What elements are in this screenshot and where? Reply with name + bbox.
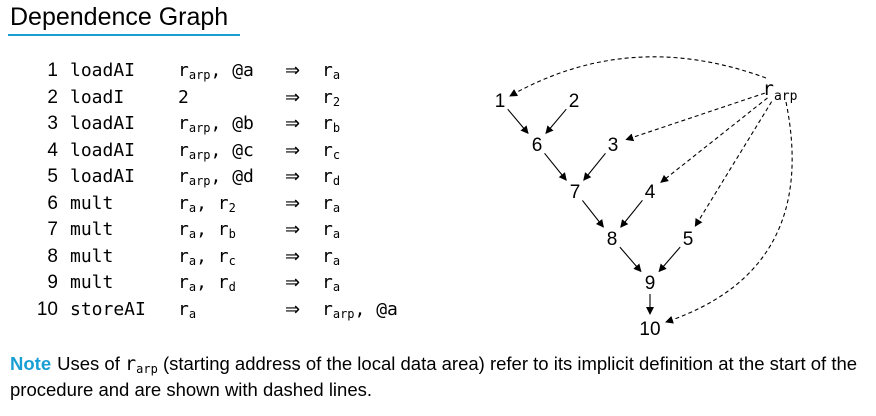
graph-node-5: 5 — [683, 229, 694, 250]
line-number: 1 — [47, 60, 58, 81]
note-label: Note — [10, 353, 52, 374]
opcode: loadAI — [70, 113, 136, 134]
opcode: loadAI — [70, 139, 136, 161]
opcode: loadAI — [70, 166, 136, 187]
graph-edge-1-6 — [507, 108, 529, 135]
graph-node-2: 2 — [569, 91, 580, 112]
opcode: storeAI — [70, 298, 146, 320]
line-number: 4 — [47, 139, 58, 161]
graph-edge-rarp-3 — [625, 92, 766, 142]
title-underline — [8, 34, 240, 36]
graph-edge-rarp-1 — [509, 56, 767, 97]
source-operands: ra, rb — [178, 219, 236, 241]
target-operand: ra — [322, 192, 341, 215]
source-operands: rarp, @d — [178, 166, 254, 188]
opcode: mult — [70, 272, 114, 293]
graph-edge-rarp-4 — [660, 97, 768, 183]
graph-edge-3-7 — [583, 152, 606, 181]
target-operand: rarp, @a — [322, 298, 398, 321]
source-operands: ra — [178, 298, 197, 321]
target-operand: rc — [322, 139, 341, 162]
target-operand: ra — [322, 60, 341, 82]
arrow: ⇒ — [285, 139, 301, 161]
arrow: ⇒ — [285, 113, 301, 134]
opcode: loadAI — [70, 60, 136, 81]
source-operands: rarp, @b — [178, 113, 254, 135]
graph-node-1: 1 — [495, 91, 506, 112]
line-number: 3 — [47, 113, 58, 134]
target-operand: ra — [322, 219, 341, 241]
note-code: rarp — [124, 354, 158, 376]
line-number: 6 — [47, 192, 58, 214]
source-operands: ra, rc — [178, 245, 236, 268]
graph-edge-4-8 — [620, 199, 643, 228]
note-text-pre: Uses of — [57, 353, 125, 374]
graph-node-7: 7 — [570, 182, 581, 203]
arrow: ⇒ — [285, 60, 301, 81]
arrow: ⇒ — [285, 272, 301, 293]
graph-edge-rarp-10 — [665, 101, 793, 324]
arrow: ⇒ — [285, 298, 301, 320]
graph-node-3: 3 — [608, 135, 619, 156]
line-number: 8 — [47, 245, 58, 267]
graph-node-8: 8 — [607, 229, 618, 250]
opcode: mult — [70, 192, 114, 214]
graph-edge-6-7 — [544, 152, 567, 181]
source-operands: rarp, @a — [178, 60, 254, 82]
source-operands: rarp, @c — [178, 139, 254, 162]
graph-edge-2-6 — [545, 108, 567, 135]
graph-edge-7-8 — [581, 200, 604, 228]
source-operands: ra, rd — [178, 272, 236, 294]
line-number: 7 — [47, 219, 58, 240]
graph-node-6: 6 — [532, 135, 543, 156]
graph-node-10: 10 — [639, 319, 660, 340]
target-operand: rd — [322, 166, 341, 188]
source-operands: 2 — [178, 86, 189, 108]
graph-node-rarp: rarp — [763, 78, 798, 104]
line-number: 2 — [47, 86, 58, 108]
target-operand: rb — [322, 113, 341, 135]
note-text-post: (starting address of the local data area… — [10, 353, 858, 400]
arrow: ⇒ — [285, 219, 301, 240]
page-title: Dependence Graph — [10, 3, 229, 31]
arrow: ⇒ — [285, 192, 301, 214]
opcode: mult — [70, 219, 114, 240]
target-operand: ra — [322, 272, 341, 294]
line-number: 9 — [47, 272, 58, 293]
line-number: 5 — [47, 166, 58, 187]
graph-edge-8-9 — [619, 246, 642, 273]
dependence-graph: rarp 1 2 3 4 5 6 7 8 9 10 — [495, 56, 798, 340]
opcode: loadI — [70, 86, 125, 108]
source-operands: ra, r2 — [178, 192, 236, 215]
opcode: mult — [70, 245, 114, 267]
graph-edge-rarp-5 — [694, 101, 773, 227]
graph-node-9: 9 — [645, 273, 656, 294]
arrow: ⇒ — [285, 86, 301, 108]
target-operand: r2 — [322, 86, 341, 109]
arrow: ⇒ — [285, 245, 301, 267]
line-number: 10 — [36, 298, 58, 320]
arrow: ⇒ — [285, 166, 301, 187]
graph-node-4: 4 — [645, 182, 656, 203]
target-operand: ra — [322, 245, 341, 268]
graph-edge-5-9 — [658, 246, 681, 273]
